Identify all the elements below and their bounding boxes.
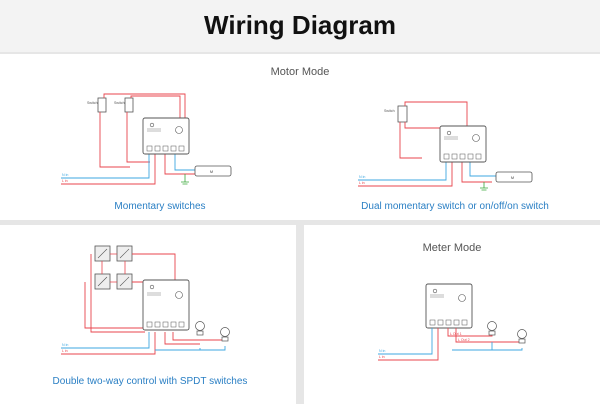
switch-icon: [397, 105, 408, 123]
switch-icon: [97, 97, 107, 113]
motor-mode-title: Motor Mode: [270, 66, 330, 78]
caption-spdt-switches: Double two-way control with SPDT switche…: [52, 376, 248, 387]
motor-label: M: [511, 176, 514, 180]
switch-label: Switch: [114, 101, 125, 105]
caption-dual-momentary-switch: Dual momentary switch or on/off/on switc…: [361, 201, 549, 212]
neutral-label: N in: [62, 343, 68, 347]
bulb-icon: [517, 329, 527, 339]
meter-mode-title: Meter Mode: [422, 242, 482, 254]
diagram-momentary-switches: Switch Switch M N in L in: [61, 93, 232, 185]
load1-label: L Out 1: [450, 332, 462, 336]
live-label: L in: [379, 355, 385, 359]
neutral-label: N in: [62, 173, 68, 177]
title-bar: [0, 0, 600, 52]
switch-label: Switch: [87, 101, 98, 105]
live-label: L in: [62, 179, 68, 183]
page-title: Wiring Diagram: [204, 10, 396, 40]
neutral-label: N in: [359, 175, 365, 179]
bulb-icon: [220, 327, 230, 337]
bulb-icon: [195, 321, 205, 331]
switch-label: Switch: [384, 109, 395, 113]
motor-label: M: [210, 170, 213, 174]
diagram-meter-mode: L Out 1 L Out 2 N in L in: [378, 283, 527, 361]
motor-icon: [495, 171, 533, 183]
diagram-dual-momentary-switch: Switch M N in L in: [358, 101, 533, 191]
live-label: L in: [359, 181, 365, 185]
load2-label: L Out 2: [458, 338, 470, 342]
diagram-spdt-switches: N in L in: [61, 245, 230, 355]
live-label: L in: [62, 349, 68, 353]
motor-icon: [194, 165, 232, 177]
switch-icon: [124, 97, 134, 113]
neutral-label: N in: [379, 349, 385, 353]
bulb-icon: [487, 321, 497, 331]
caption-momentary-switches: Momentary switches: [114, 201, 206, 212]
